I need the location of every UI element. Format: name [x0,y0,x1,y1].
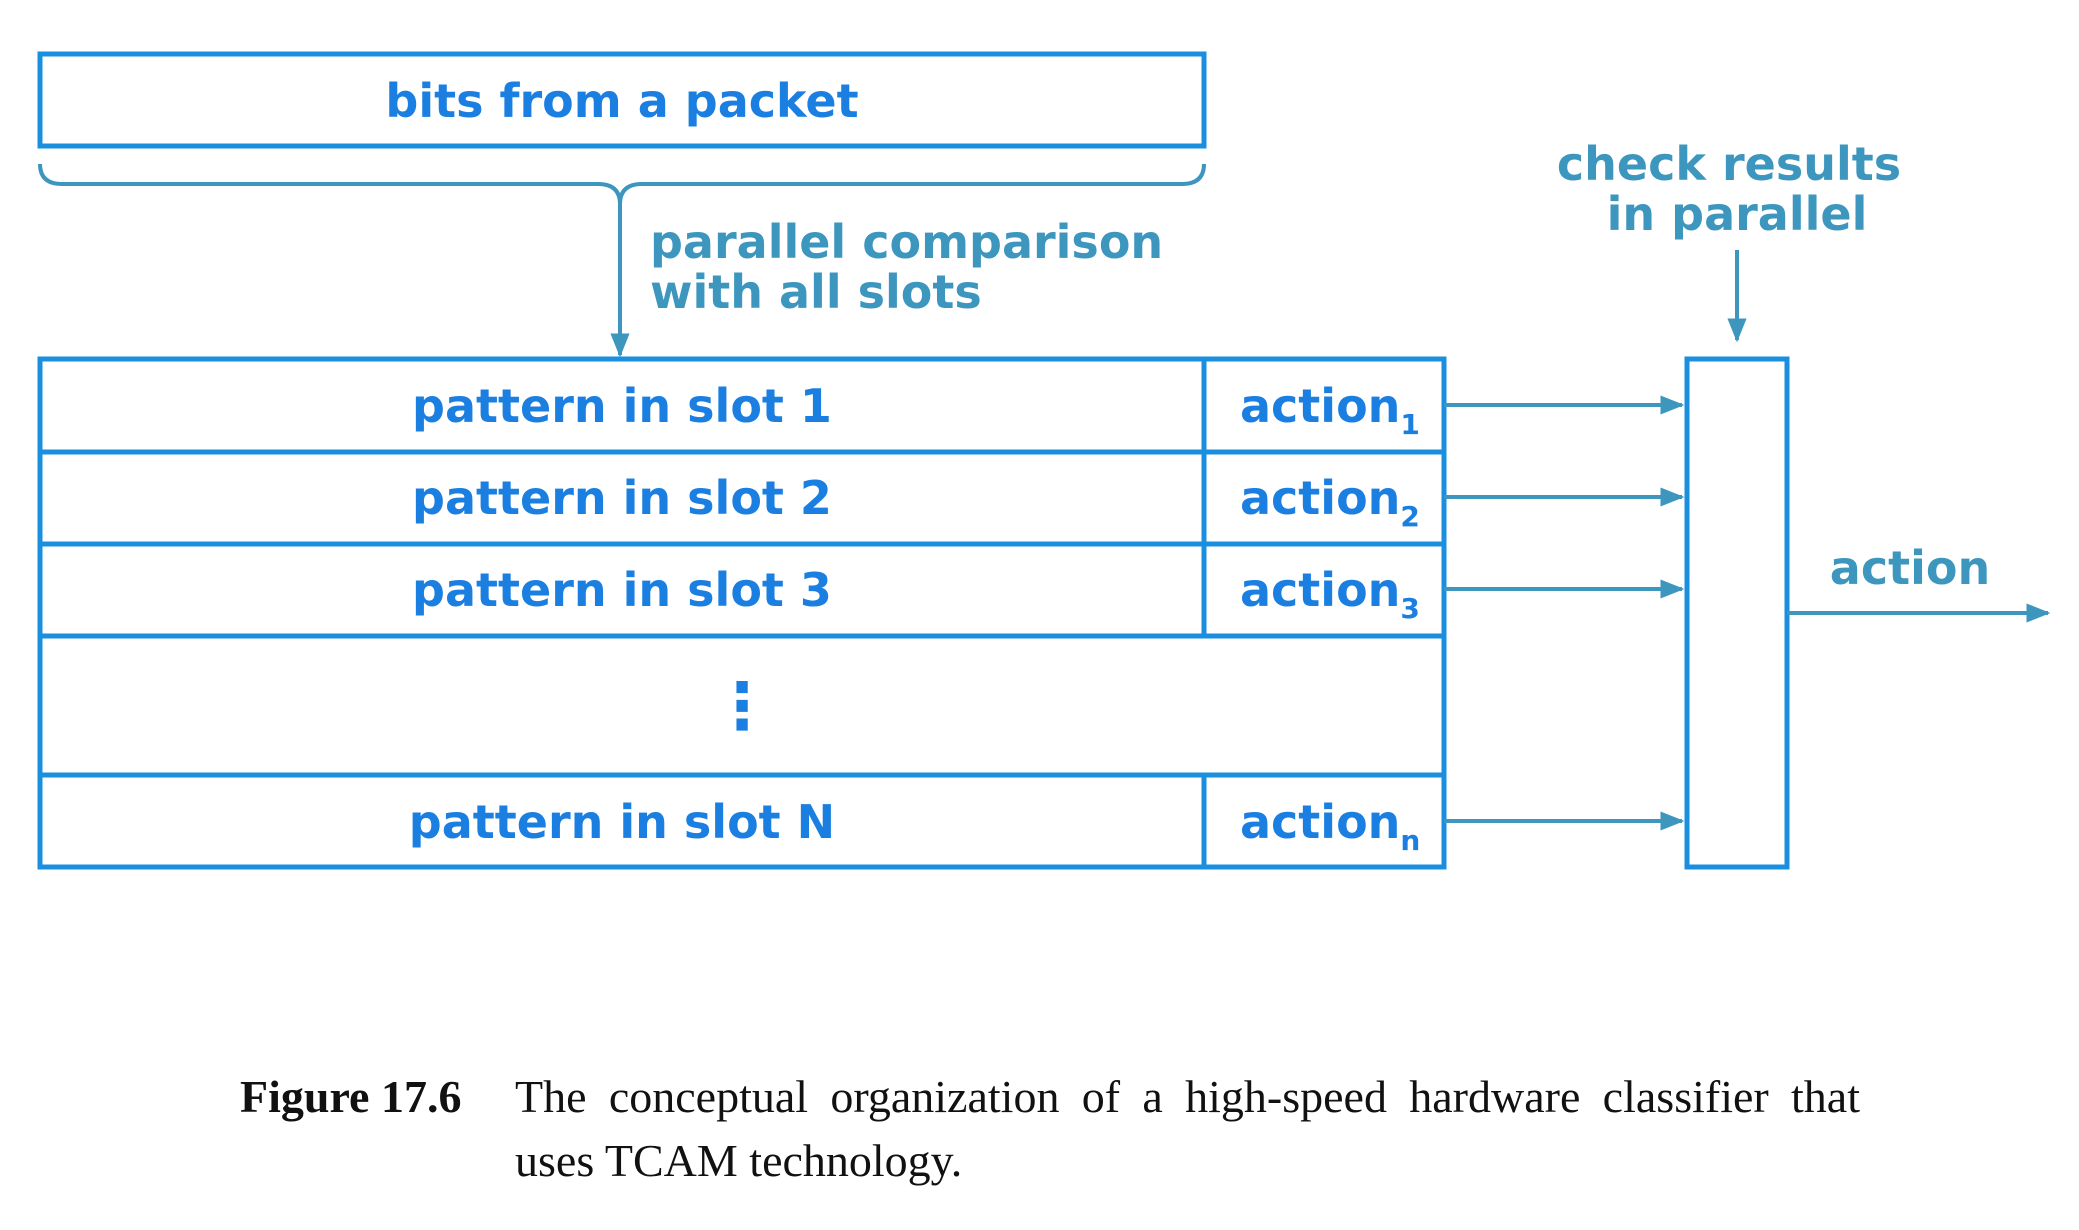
slot-2-pattern: pattern in slot 2 [412,471,832,525]
figure-caption: Figure 17.6 The conceptual organization … [240,1065,1860,1193]
slot-2-action: action2 [1240,471,1420,533]
comparison-line-2: with all slots [650,265,982,319]
ellipsis: ⋮ [710,670,774,744]
comparison-line-1: parallel comparison [650,215,1163,269]
packet-box [37,51,1207,149]
slot-1-action: action1 [1240,379,1420,441]
check-line-2: in parallel [1607,187,1868,241]
figure-caption-text: The conceptual organization of a high-sp… [515,1071,1860,1186]
slot-n-action: actionn [1240,795,1420,857]
slot-3-pattern: pattern in slot 3 [412,563,832,617]
brace [38,163,1206,205]
figure-number: Figure 17.6 [240,1071,462,1122]
packet-box-label: bits from a packet [385,74,858,128]
comparison-annotation: parallel comparison with all slots [650,215,1179,319]
check-annotation: check results in parallel [1557,137,1917,241]
output-label: action [1830,541,1990,595]
slot-3-action: action3 [1240,563,1420,625]
slot-1-pattern: pattern in slot 1 [412,379,832,433]
tcam-table [37,356,1447,870]
slot-n-pattern: pattern in slot N [409,795,835,849]
check-line-1: check results [1557,137,1901,191]
results-box [1684,356,1790,870]
